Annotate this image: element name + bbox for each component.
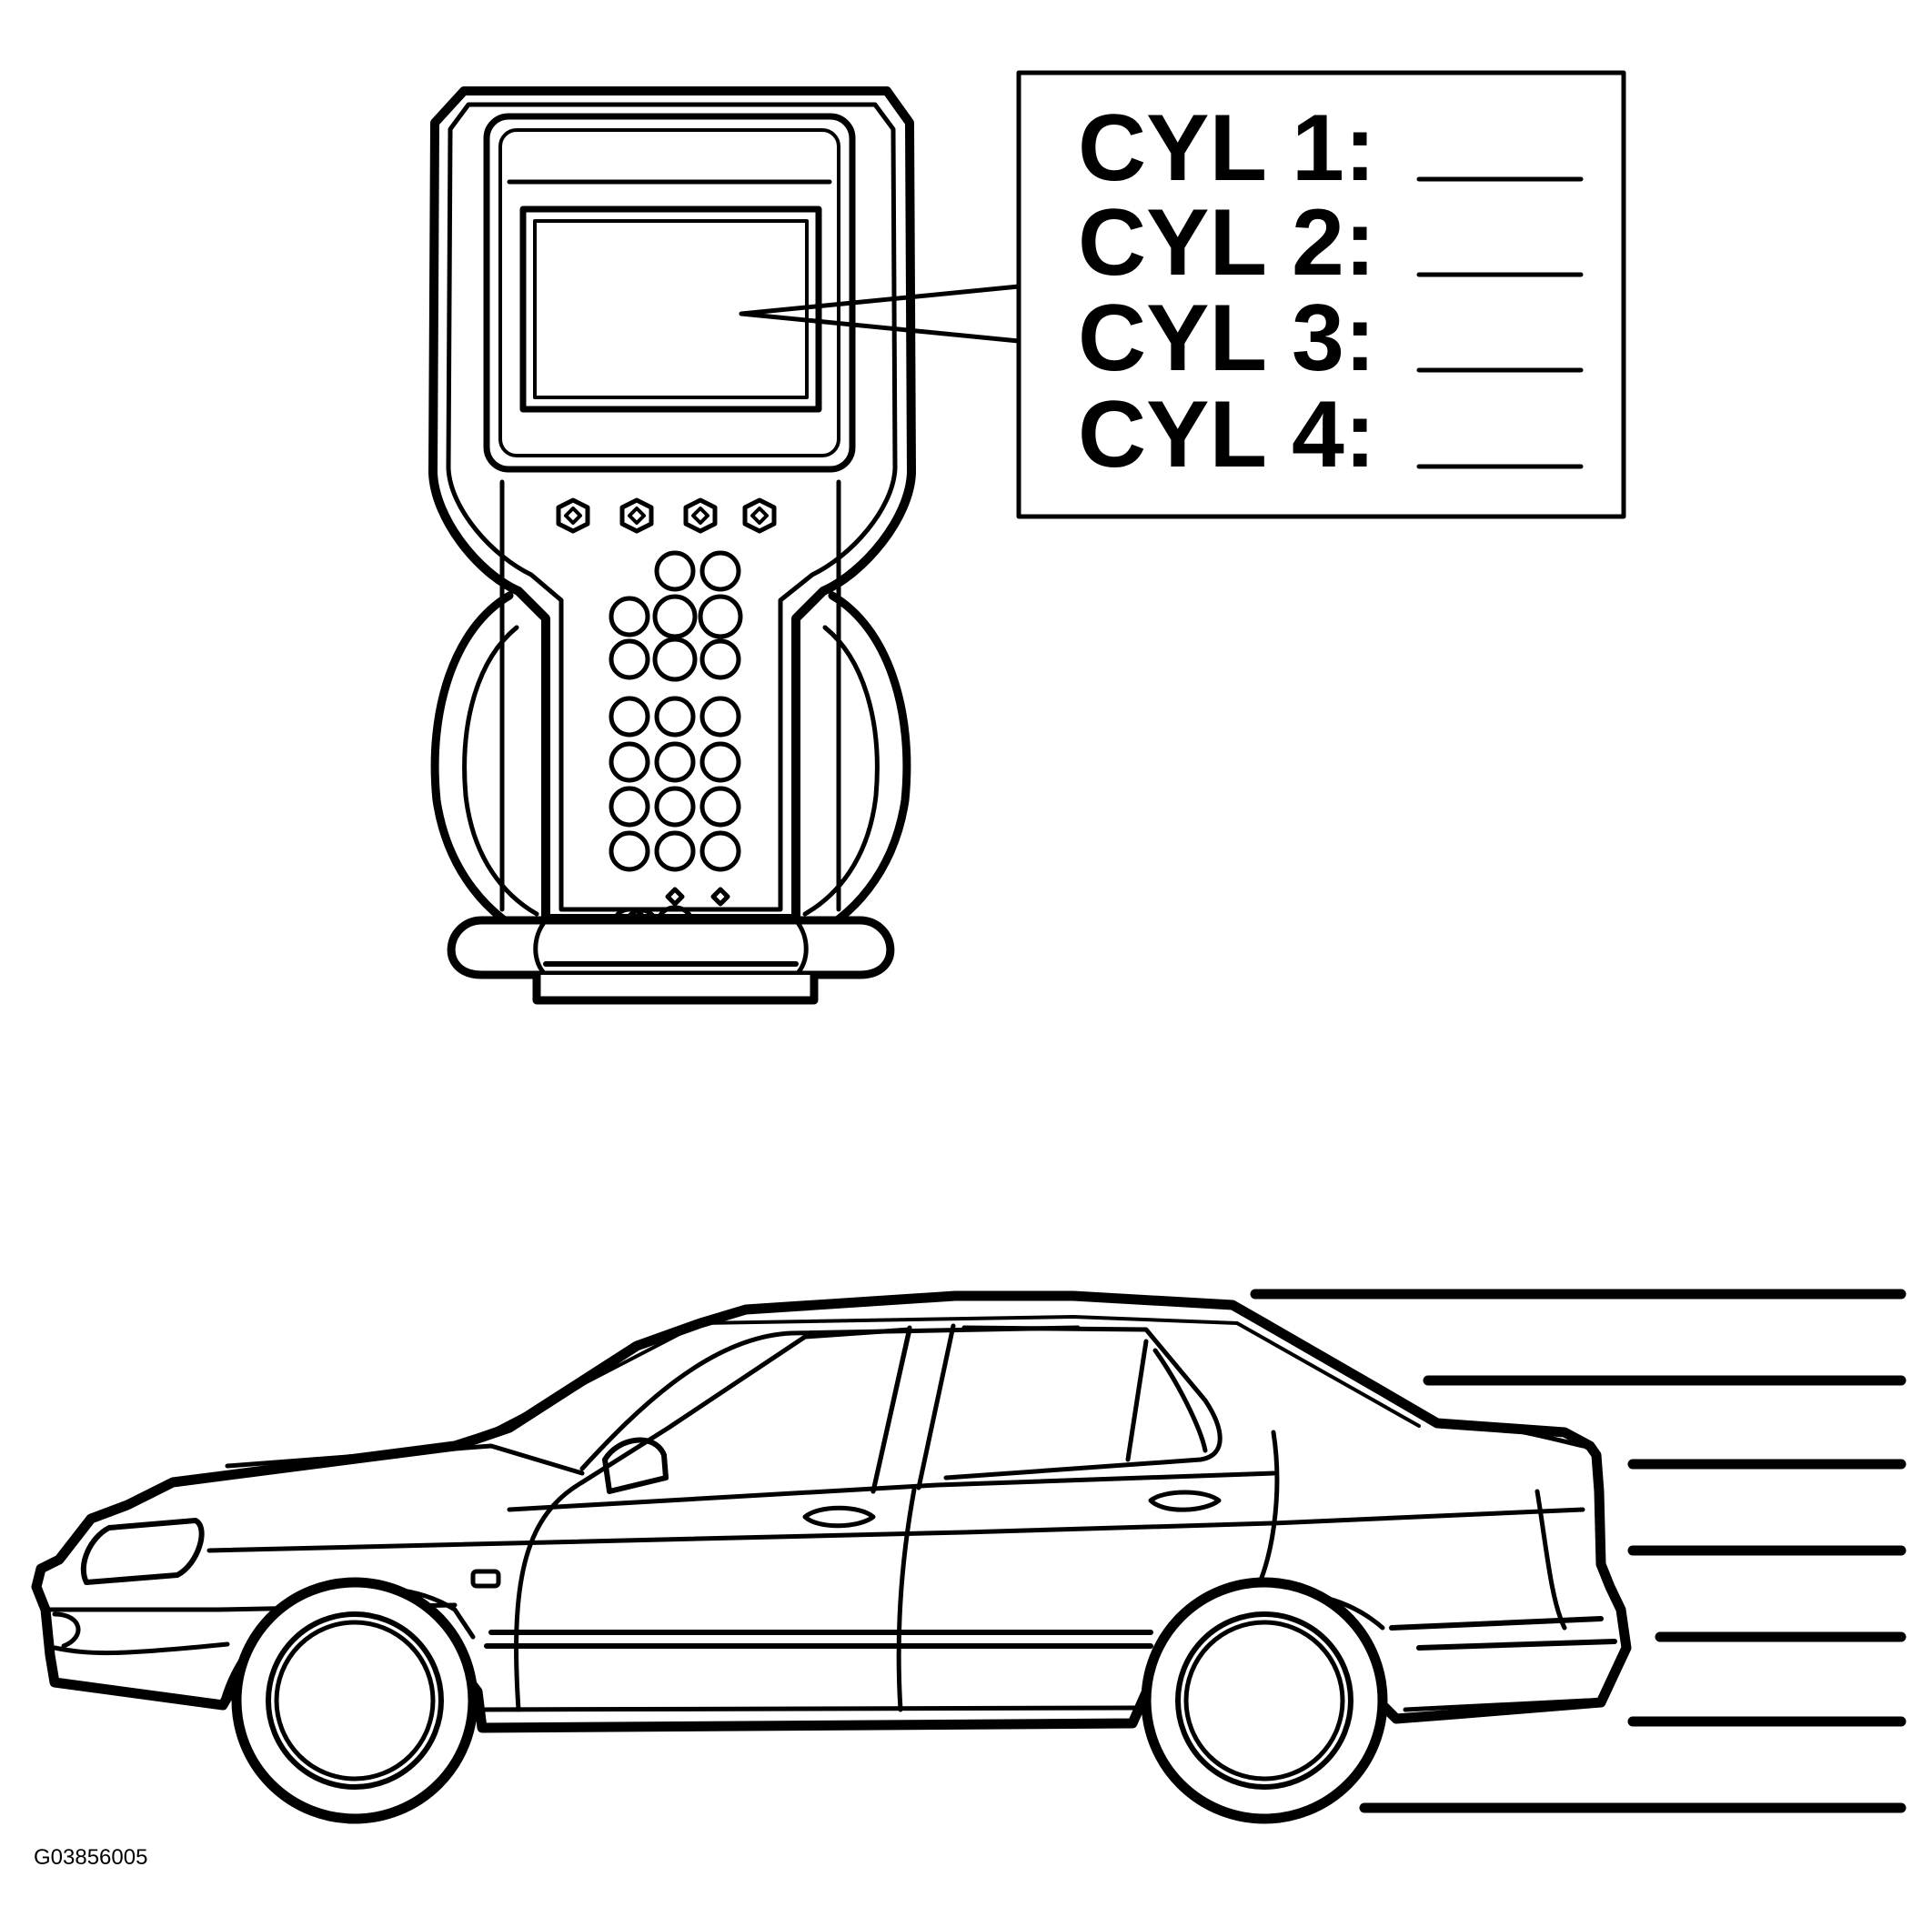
function-keys [556, 497, 777, 534]
right-handle [805, 591, 911, 941]
cylinder-readout-callout: CYL 1: CYL 2: CYL 3: CYL 4: [1016, 70, 1626, 519]
callout-pointer [739, 284, 1021, 344]
front-door-handle [802, 1505, 876, 1529]
rear-door-handle [1148, 1490, 1222, 1512]
scan-tool-display [519, 206, 822, 413]
cyl-3-label: CYL 3: [1078, 286, 1376, 391]
cyl-2-label: CYL 2: [1078, 190, 1376, 296]
front-wheel [231, 1577, 478, 1824]
rear-wheel [1141, 1577, 1388, 1824]
headlight [80, 1518, 205, 1585]
callout-box [1016, 70, 1626, 519]
figure-code: G03856005 [34, 1845, 147, 1870]
motion-lines-icon [1250, 1289, 1907, 1813]
screen-bezel [483, 113, 856, 473]
cyl-1-label: CYL 1: [1078, 95, 1376, 201]
scan-tool-icon [428, 86, 916, 1005]
cyl-4-label: CYL 4: [1078, 382, 1376, 487]
side-mirror [602, 1437, 669, 1494]
sedan-side-view-icon [31, 1290, 1632, 1824]
left-handle [430, 591, 537, 941]
